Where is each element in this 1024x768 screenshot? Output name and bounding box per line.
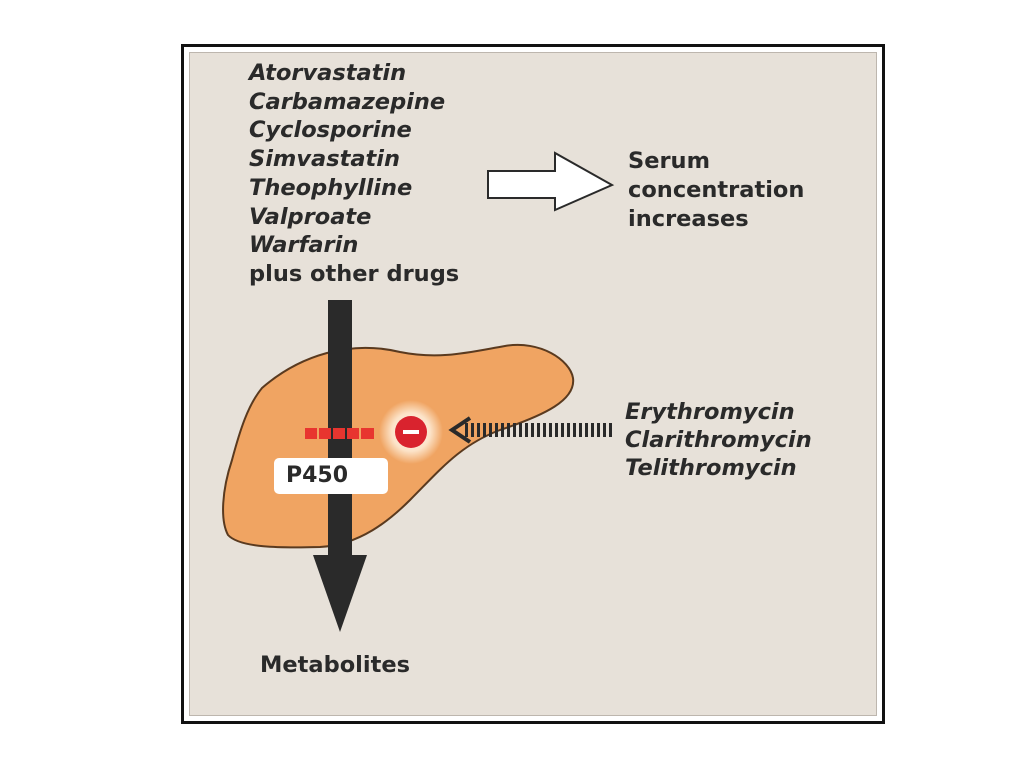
inhibitor-drug: Telithromycin xyxy=(625,455,797,481)
main-arrow-head xyxy=(313,555,367,632)
inhibitor-drug: Erythromycin xyxy=(625,399,795,425)
substrate-drug: Valproate xyxy=(249,203,372,230)
hollow-right-arrow xyxy=(487,151,615,212)
substrate-drug: Theophylline xyxy=(249,174,413,201)
substrate-drug: Atorvastatin xyxy=(249,60,407,86)
effect-label: Serum concentration increases xyxy=(628,147,804,234)
effect-line: Serum xyxy=(628,148,711,174)
substrate-drug: Warfarin xyxy=(249,232,359,259)
substrate-drug-list: Atorvastatin Carbamazepine Cyclosporine … xyxy=(249,59,459,289)
substrate-drug: Cyclosporine xyxy=(249,117,412,144)
effect-line: concentration xyxy=(628,177,805,203)
substrate-drug: Simvastatin xyxy=(249,146,401,173)
metabolites-label: Metabolites xyxy=(260,652,410,678)
p450-enzyme-label: P450 xyxy=(274,458,388,494)
inhibitor-drug-list: Erythromycin Clarithromycin Telithromyci… xyxy=(625,398,812,482)
inhibitor-arrow-head xyxy=(448,416,472,444)
inhibitor-drug: Clarithromycin xyxy=(625,427,812,453)
effect-line: increases xyxy=(628,206,749,232)
substrate-other: plus other drugs xyxy=(249,260,460,287)
enzyme-block-bar xyxy=(305,428,374,439)
substrate-drug: Carbamazepine xyxy=(249,88,446,115)
